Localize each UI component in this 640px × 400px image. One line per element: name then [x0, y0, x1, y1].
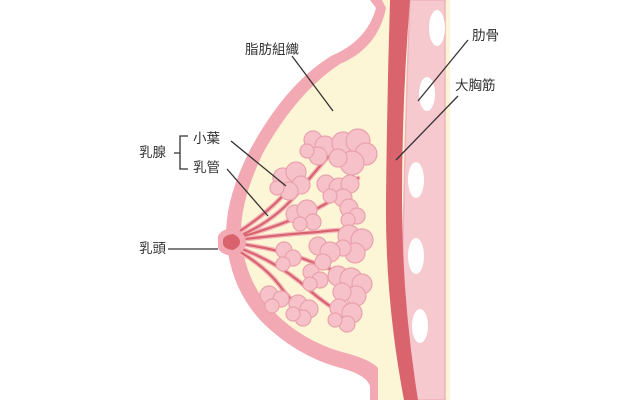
lobule — [308, 236, 341, 271]
leader-lobule — [230, 140, 287, 187]
lobule — [316, 174, 360, 208]
lobule — [285, 294, 319, 327]
rib — [408, 162, 424, 198]
rib — [419, 77, 435, 111]
label-milk-duct: 乳管 — [193, 160, 220, 176]
leader-fat-tissue — [291, 55, 334, 112]
milk-duct — [236, 240, 338, 312]
lobule — [339, 198, 366, 228]
ribs — [408, 10, 445, 343]
label-fat-tissue: 脂肪組織 — [245, 42, 299, 58]
mammary-gland-bracket — [174, 135, 188, 170]
rib — [408, 238, 424, 274]
label-rib: 肋骨 — [472, 28, 499, 44]
lobule — [327, 265, 373, 307]
lobule — [327, 298, 363, 333]
leader-milk-duct — [226, 168, 269, 217]
lobule — [302, 263, 329, 292]
label-mammary-gland: 乳腺 — [139, 145, 166, 161]
lobule — [259, 285, 290, 314]
lobule — [285, 199, 322, 232]
nipple — [218, 228, 246, 256]
leader-lines — [168, 39, 469, 250]
pectoralis-major-muscle — [385, 0, 418, 400]
lobule — [269, 161, 311, 201]
lobule — [328, 128, 378, 176]
leader-rib — [417, 39, 469, 102]
leader-pectoralis — [395, 95, 459, 161]
lobule — [299, 130, 336, 166]
label-pectoralis-major: 大胸筋 — [455, 78, 496, 94]
lobule — [275, 241, 302, 272]
rib — [429, 10, 445, 46]
lobules — [259, 128, 378, 333]
label-nipple: 乳頭 — [139, 241, 166, 257]
lobule — [334, 224, 374, 264]
label-lobule: 小葉 — [193, 131, 220, 147]
rib — [412, 309, 428, 343]
